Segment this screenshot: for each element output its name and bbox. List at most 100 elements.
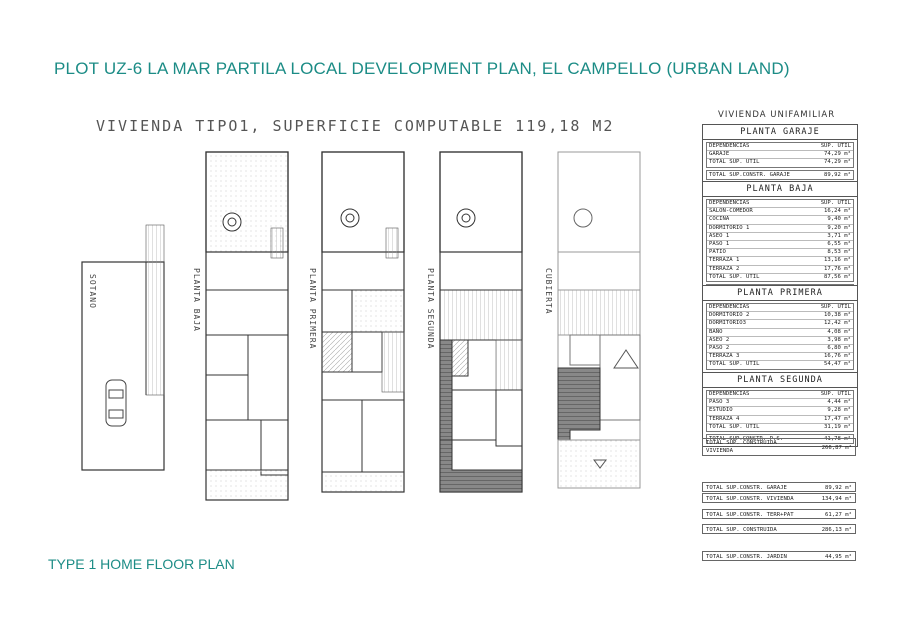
row-value: 4,44 m² — [827, 399, 851, 406]
row-label: TOTAL SUP. UTIL — [709, 361, 760, 368]
label-sotano: SOTANO — [88, 274, 97, 309]
row-value: SUP. UTIL — [820, 200, 851, 206]
label-cubierta: CUBIERTA — [544, 268, 553, 315]
table-row: DEPENDENCIAS SUP. UTIL — [707, 200, 853, 209]
summary-row: TOTAL SUP.CONSTR. JARDIN 44,95 m² — [702, 551, 856, 561]
row-value: 9,20 m² — [827, 224, 851, 231]
row-value: 8,53 m² — [827, 249, 851, 256]
row-value: 12,42 m² — [824, 320, 851, 327]
row-value: 3,71 m² — [827, 232, 851, 239]
row-value: SUP. UTIL — [820, 304, 851, 310]
row-value: 54,47 m² — [824, 361, 851, 368]
plan-planta-baja: PLANTA BAJA — [192, 151, 289, 501]
table-row: SALON-COMEDOR 16,24 m² — [707, 208, 853, 217]
row-value: 16,76 m² — [824, 353, 851, 360]
row-label: DORMITORIO 2 — [709, 312, 750, 319]
summary-row: TOTAL SUP. CONSTRUIDA 286,13 m² — [702, 524, 856, 534]
table-row: DEPENDENCIAS SUP. UTIL — [707, 304, 853, 313]
table-row: DEPENDENCIAS SUP. UTIL — [707, 143, 853, 152]
plan-planta-primera: PLANTA PRIMERA — [308, 151, 405, 493]
row-label: DEPENDENCIAS — [709, 143, 750, 149]
summary-row: TOTAL SUP.CONSTR. TERR+PAT 61,27 m² — [702, 509, 856, 519]
table-row: DORMITORIO 1 9,20 m² — [707, 225, 853, 233]
row-value: 6,80 m² — [827, 345, 851, 352]
row-label: TOTAL SUP. UTIL — [709, 423, 760, 430]
total-vivienda-row: TOTAL SUP. CONSTRUIDA VIVIENDA 266,87 m² — [702, 438, 856, 456]
row-value: SUP. UTIL — [820, 391, 851, 397]
summary-value: 61,27 m² — [825, 512, 852, 518]
row-label: SALON-COMEDOR — [709, 208, 753, 215]
table-row: GARAJE 74,29 m² — [707, 151, 853, 160]
row-value: 10,38 m² — [824, 312, 851, 319]
row-value: 74,29 m² — [824, 159, 851, 166]
row-value: SUP. UTIL — [820, 143, 851, 149]
block-total: TOTAL SUP.CONSTR. P.S. 41,78 m² — [706, 434, 854, 445]
row-label: TERRAZA 4 — [709, 415, 740, 422]
row-label: PASO 1 — [709, 241, 730, 248]
summary-label: TOTAL SUP.CONSTR. JARDIN — [706, 554, 787, 560]
table-heading: VIVIENDA UNIFAMILIAR — [718, 110, 836, 120]
row-value: 13,16 m² — [824, 257, 851, 264]
row-value: 87,56 m² — [824, 273, 851, 280]
plan-cubierta: CUBIERTA — [544, 151, 641, 489]
summary-value: 286,13 m² — [821, 527, 852, 533]
block-title: PLANTA GARAJE — [703, 125, 857, 140]
plan-caption: VIVIENDA TIPO1, SUPERFICIE COMPUTABLE 11… — [96, 117, 615, 135]
floor-plans-drawing: SOTANO PLANTA BAJA PLANTA PRIMER — [81, 151, 641, 501]
row-value: 16,24 m² — [824, 208, 851, 215]
row-label: DORMITORIO 1 — [709, 224, 750, 231]
summary-row: TOTAL SUP.CONSTR. VIVIENDA 134,94 m² — [702, 493, 856, 503]
row-value: 4,08 m² — [827, 328, 851, 335]
summary-label: TOTAL SUP.CONSTR. TERR+PAT — [706, 512, 794, 518]
row-label: GARAJE — [709, 151, 730, 158]
row-value: 74,29 m² — [824, 151, 851, 158]
table-row: TOTAL SUP. UTIL 54,47 m² — [707, 361, 853, 368]
table-row: ESTUDIO 9,28 m² — [707, 407, 853, 416]
block-rows: DEPENDENCIAS SUP. UTIL GARAJE 74,29 m² TOTAL… — [706, 142, 854, 168]
row-value: 9,28 m² — [827, 407, 851, 414]
row-label: DEPENDENCIAS — [709, 200, 750, 206]
label-planta-segunda: PLANTA SEGUNDA — [426, 268, 435, 349]
row-label: ASEO 2 — [709, 336, 730, 343]
row-label: DEPENDENCIAS — [709, 304, 750, 310]
row-label: TOTAL SUP. UTIL — [709, 159, 760, 166]
summary-label: TOTAL SUP. CONSTRUIDA — [706, 527, 777, 533]
label-planta-primera: PLANTA PRIMERA — [308, 268, 317, 349]
table-row: COCINA 9,40 m² — [707, 216, 853, 225]
total-value: 41,78 m² — [824, 436, 851, 443]
row-label: PATIO — [709, 249, 726, 256]
table-block: PLANTA GARAJE DEPENDENCIAS SUP. UTIL GARAJE… — [702, 124, 858, 183]
block-title: PLANTA BAJA — [703, 182, 857, 197]
row-label: TERRAZA 1 — [709, 257, 740, 264]
block-title: PLANTA PRIMERA — [703, 286, 857, 301]
page-title: PLOT UZ-6 LA MAR PARTILA LOCAL DEVELOPME… — [54, 59, 790, 78]
row-value: 3,98 m² — [827, 336, 851, 343]
total-label: TOTAL SUP.CONSTR. P.S. — [709, 436, 784, 443]
total-vivienda-label: TOTAL SUP. CONSTRUIDA VIVIENDA — [706, 440, 777, 454]
block-title: PLANTA SEGUNDA — [703, 373, 857, 388]
row-label: COCINA — [709, 216, 730, 223]
summary-value: 44,95 m² — [825, 554, 852, 560]
row-value: 9,40 m² — [827, 216, 851, 223]
row-label: TERRAZA 2 — [709, 265, 740, 272]
summary-label: TOTAL SUP.CONSTR. VIVIENDA — [706, 496, 794, 502]
row-label: ESTUDIO — [709, 407, 733, 414]
car-icon — [105, 379, 127, 427]
table-row: TERRAZA 3 16,76 m² — [707, 353, 853, 362]
total-label: TOTAL SUP.CONSTR. GARAJE — [709, 171, 790, 178]
row-label: TERRAZA 3 — [709, 353, 740, 360]
row-label: PASO 2 — [709, 345, 730, 352]
plan-sotano: SOTANO — [81, 224, 165, 471]
summary-value: 134,94 m² — [821, 496, 852, 502]
table-block: PLANTA PRIMERA DEPENDENCIAS SUP. UTIL DORMI… — [702, 285, 858, 385]
block-rows: DEPENDENCIAS SUP. UTIL DORMITORIO 2 10,38 m… — [706, 303, 854, 370]
